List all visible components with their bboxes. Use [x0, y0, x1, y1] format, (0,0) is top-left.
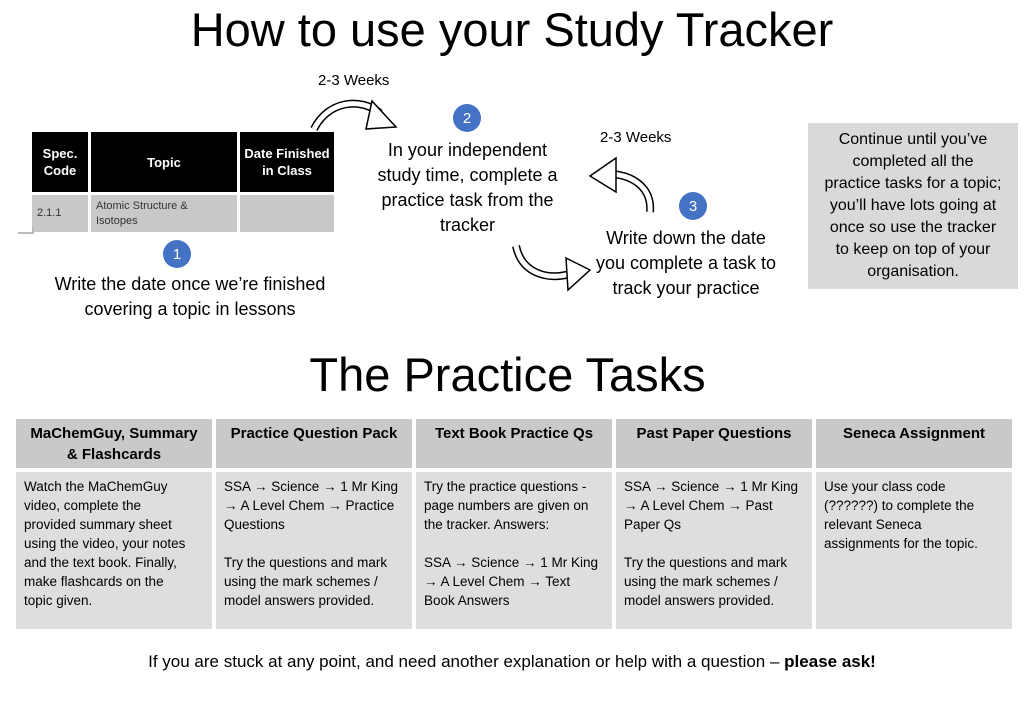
task-body: SSA → Science → 1 Mr King → A Level Chem… — [616, 472, 812, 629]
step-1-line: covering a topic in lessons — [84, 299, 296, 319]
task-line: video, complete the — [24, 498, 142, 513]
curved-arrow-down-right-icon — [512, 244, 592, 292]
task-column: MaChemGuy, Summary & Flashcards Watch th… — [16, 419, 212, 629]
step-2-line: tracker — [439, 215, 495, 235]
weeks-label-2: 2-3 Weeks — [600, 129, 672, 146]
task-body: Try the practice questions - page number… — [416, 472, 612, 629]
divider — [18, 232, 34, 234]
task-line: Try the questions and mark — [624, 555, 788, 570]
task-body: Use your class code (??????) to complete… — [816, 472, 1012, 629]
page-title: How to use your Study Tracker — [190, 3, 834, 56]
curved-arrow-left-icon — [588, 156, 655, 213]
task-header-line: Text Book Practice Qs — [434, 425, 594, 442]
task-column: Seneca Assignment Use your class code (?… — [816, 419, 1012, 629]
task-line: relevant Seneca — [824, 517, 922, 532]
task-line: using the mark schemes / — [224, 574, 378, 589]
curved-arrow-right-icon — [310, 99, 398, 132]
step-1-text: Write the date once we’re finished cover… — [20, 272, 360, 322]
task-line: topic given. — [24, 593, 93, 608]
weeks-label-1: 2-3 Weeks — [318, 72, 390, 89]
task-header-line: Practice Question Pack — [230, 425, 398, 442]
step-1-line: Write the date once we’re finished — [54, 274, 326, 294]
note-line: you’ll have lots going at — [829, 197, 997, 214]
task-line: model answers provided. — [224, 593, 375, 608]
task-line: Questions — [224, 517, 285, 532]
task-column: Text Book Practice Qs Try the practice q… — [416, 419, 612, 629]
practice-tasks-table: MaChemGuy, Summary & Flashcards Watch th… — [16, 419, 1012, 629]
task-header-line: & Flashcards — [66, 446, 162, 463]
footer-text: If you are stuck at any point, and need … — [148, 652, 785, 671]
task-line: → A Level Chem → Past — [624, 498, 773, 513]
task-line: Book Answers — [424, 593, 510, 608]
continue-note-box: Continue until you’ve completed all the … — [808, 123, 1018, 289]
task-column: Practice Question Pack SSA → Science → 1… — [216, 419, 412, 629]
cell-date — [240, 195, 334, 232]
step-2-line: practice task from the — [381, 190, 554, 210]
task-line: provided summary sheet — [24, 517, 172, 532]
footer-note: If you are stuck at any point, and need … — [0, 650, 1024, 674]
step-2-line: study time, complete a — [377, 165, 558, 185]
note-line: once so use the tracker — [829, 219, 997, 236]
step-3-line: you complete a task to — [595, 253, 777, 273]
tracker-table-header: Spec. Code Topic Date Finished in Class — [32, 132, 334, 192]
task-line: → A Level Chem → Text — [424, 574, 571, 589]
header-date-finished: Date Finished in Class — [240, 132, 334, 192]
step-2-badge: 2 — [453, 104, 481, 132]
step-3-line: Write down the date — [606, 228, 766, 248]
task-header-line: MaChemGuy, Summary — [30, 425, 198, 442]
section-title: The Practice Tasks — [309, 348, 706, 401]
step-1-badge: 1 — [163, 240, 191, 268]
task-line: make flashcards on the — [24, 574, 164, 589]
task-line: SSA → Science → 1 Mr King — [624, 479, 799, 494]
task-line: (??????) to complete the — [824, 498, 975, 513]
task-line: Use your class code — [824, 479, 946, 494]
task-header-line: Past Paper Questions — [636, 425, 792, 442]
task-header: Seneca Assignment — [816, 419, 1012, 468]
task-line: the tracker. Answers: — [424, 517, 550, 532]
task-body: SSA → Science → 1 Mr King → A Level Chem… — [216, 472, 412, 629]
note-line: to keep on top of your — [835, 241, 991, 258]
step-3-text: Write down the date you complete a task … — [578, 226, 794, 301]
task-header: MaChemGuy, Summary & Flashcards — [16, 419, 212, 468]
task-line: Try the practice questions - — [424, 479, 587, 494]
task-line: using the video, your notes — [24, 536, 186, 551]
task-line: Try the questions and mark — [224, 555, 388, 570]
note-line: completed all the — [852, 153, 974, 170]
cell-spec-code: 2.1.1 — [32, 195, 88, 232]
note-line: Continue until you’ve — [838, 131, 988, 148]
note-line: practice tasks for a topic; — [824, 175, 1002, 192]
task-line: page numbers are given on — [424, 498, 589, 513]
header-topic: Topic — [91, 132, 237, 192]
step-3-line: track your practice — [612, 278, 760, 298]
task-line: assignments for the topic. — [824, 536, 978, 551]
cell-topic: Atomic Structure & Isotopes — [91, 195, 237, 232]
task-body: Watch the MaChemGuy video, complete the … — [16, 472, 212, 629]
header-spec-code: Spec. Code — [32, 132, 88, 192]
task-header: Text Book Practice Qs — [416, 419, 612, 468]
divider — [32, 226, 34, 234]
task-line: model answers provided. — [624, 593, 775, 608]
task-line: using the mark schemes / — [624, 574, 778, 589]
task-column: Past Paper Questions SSA → Science → 1 M… — [616, 419, 812, 629]
task-header: Practice Question Pack — [216, 419, 412, 468]
footer-emphasis: please ask! — [784, 652, 876, 671]
step-3-badge: 3 — [679, 192, 707, 220]
step-2-line: In your independent — [387, 140, 548, 160]
task-line: SSA → Science → 1 Mr King — [224, 479, 399, 494]
note-line: organisation. — [867, 263, 959, 280]
step-2-text: In your independent study time, complete… — [350, 138, 585, 238]
tracker-table-example: Spec. Code Topic Date Finished in Class … — [32, 132, 334, 232]
task-line: and the text book. Finally, — [24, 555, 177, 570]
task-line: SSA → Science → 1 Mr King — [424, 555, 599, 570]
task-line: Paper Qs — [624, 517, 682, 532]
table-row: 2.1.1 Atomic Structure & Isotopes — [32, 195, 334, 232]
task-header: Past Paper Questions — [616, 419, 812, 468]
task-line: Watch the MaChemGuy — [24, 479, 168, 494]
task-line: → A Level Chem → Practice — [224, 498, 395, 513]
task-header-line: Seneca Assignment — [843, 425, 985, 442]
